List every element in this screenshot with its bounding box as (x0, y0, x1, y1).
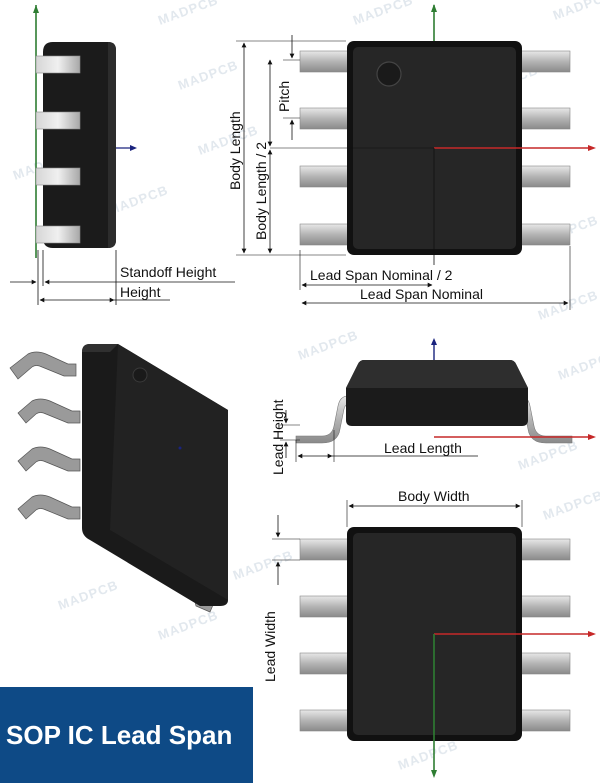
y-axis-arrow (33, 5, 39, 13)
bottom-view-leads-left (299, 538, 351, 732)
top-view-leads-left (299, 50, 351, 246)
svg-text:MADPCB: MADPCB (541, 487, 600, 523)
svg-text:MADPCB: MADPCB (156, 0, 220, 28)
iso-view (9, 344, 228, 613)
banner-title: SOP IC Lead Span (6, 719, 233, 750)
svg-text:MADPCB: MADPCB (296, 327, 360, 363)
iso-leads (9, 351, 217, 613)
svg-text:MADPCB: MADPCB (231, 547, 295, 583)
standoff-height-label: Standoff Height (120, 264, 216, 280)
bottom-view-leads-right (519, 538, 571, 732)
side-view: Standoff Height Height (10, 5, 235, 305)
svg-text:MADPCB: MADPCB (556, 347, 600, 383)
svg-text:MADPCB: MADPCB (396, 737, 460, 773)
lead-width-label: Lead Width (262, 611, 278, 682)
front-lead-left (295, 395, 353, 444)
lead-span-nominal-label: Lead Span Nominal (360, 286, 483, 302)
lead-height-label: Lead Height (270, 399, 286, 475)
svg-text:MADPCB: MADPCB (156, 607, 220, 643)
lead-span-nominal-half-label: Lead Span Nominal / 2 (310, 267, 453, 283)
body-length-half-label: Body Length / 2 (253, 142, 269, 240)
front-view: Lead Height Lead Length (270, 338, 596, 475)
svg-text:MADPCB: MADPCB (56, 577, 120, 613)
body-width-label: Body Width (398, 488, 470, 504)
svg-text:MADPCB: MADPCB (176, 57, 240, 93)
side-body (43, 42, 116, 248)
pitch-label: Pitch (276, 81, 292, 112)
lead-length-label: Lead Length (384, 440, 462, 456)
title-banner: SOP IC Lead Span (0, 687, 253, 783)
pin1-marker (376, 61, 402, 87)
body-length-label: Body Length (227, 111, 243, 190)
height-label: Height (120, 284, 161, 300)
svg-text:MADPCB: MADPCB (536, 287, 600, 323)
side-leads (35, 55, 81, 244)
svg-text:MADPCB: MADPCB (551, 0, 600, 23)
bottom-view: Body Width Lead Width (262, 488, 596, 778)
top-view: Body Length Body Length / 2 Pitch Lead S… (227, 4, 596, 310)
svg-text:MADPCB: MADPCB (351, 0, 415, 28)
